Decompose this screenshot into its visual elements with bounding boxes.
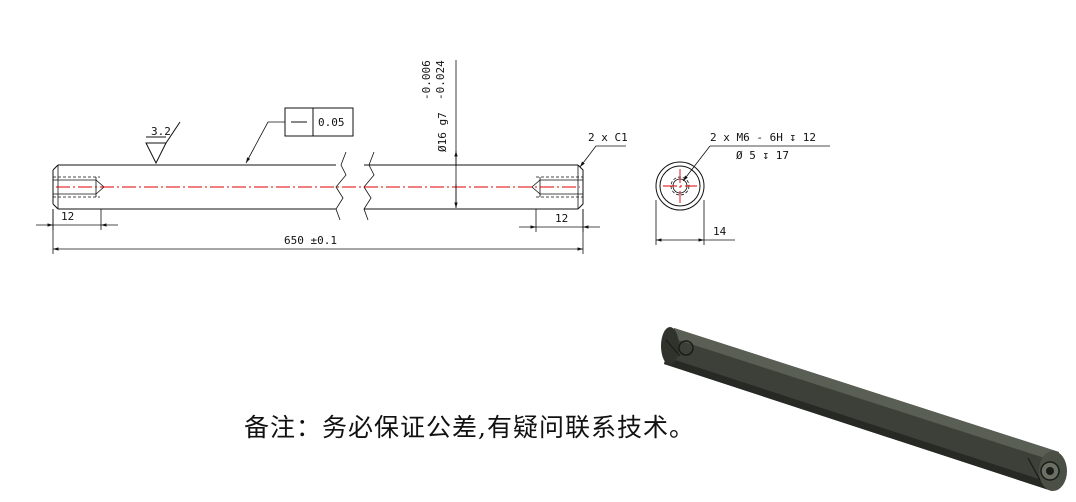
diameter-upper: -0.006 — [420, 60, 433, 100]
diameter-lower: -0.024 — [434, 60, 447, 100]
end-width-value: 14 — [713, 225, 727, 238]
surface-finish-value: 3.2 — [151, 125, 171, 138]
left-depth-value: 12 — [61, 210, 74, 223]
note-text: 备注：务必保证公差,有疑问联系技术。 — [244, 413, 695, 442]
length-dimension: 650 ±0.1 — [52, 209, 584, 254]
surface-finish-symbol: 3.2 — [145, 121, 181, 165]
end-view: 2 x M6 - 6H ↧ 12 Ø 5 ↧ 17 14 — [655, 131, 830, 245]
diameter-nominal: Ø16 g7 — [436, 112, 449, 152]
shaft-side-view — [52, 151, 584, 221]
flatness-value: 0.05 — [318, 116, 345, 129]
right-depth-dimension: 12 — [519, 209, 600, 232]
flatness-frame: 0.05 — [245, 107, 354, 164]
thread-callout-line2: Ø 5 ↧ 17 — [736, 149, 789, 162]
thread-callout-line1: 2 x M6 - 6H ↧ 12 — [710, 131, 816, 144]
left-depth-dimension: 12 — [36, 209, 118, 230]
diameter-dimension: Ø16 g7 -0.006 -0.024 — [420, 60, 458, 208]
shaft-3d-render — [661, 327, 1067, 491]
chamfer-value: 2 x C1 — [588, 131, 628, 144]
length-value: 650 ±0.1 — [284, 234, 337, 247]
right-depth-value: 12 — [555, 212, 568, 225]
chamfer-callout: 2 x C1 — [579, 131, 628, 168]
